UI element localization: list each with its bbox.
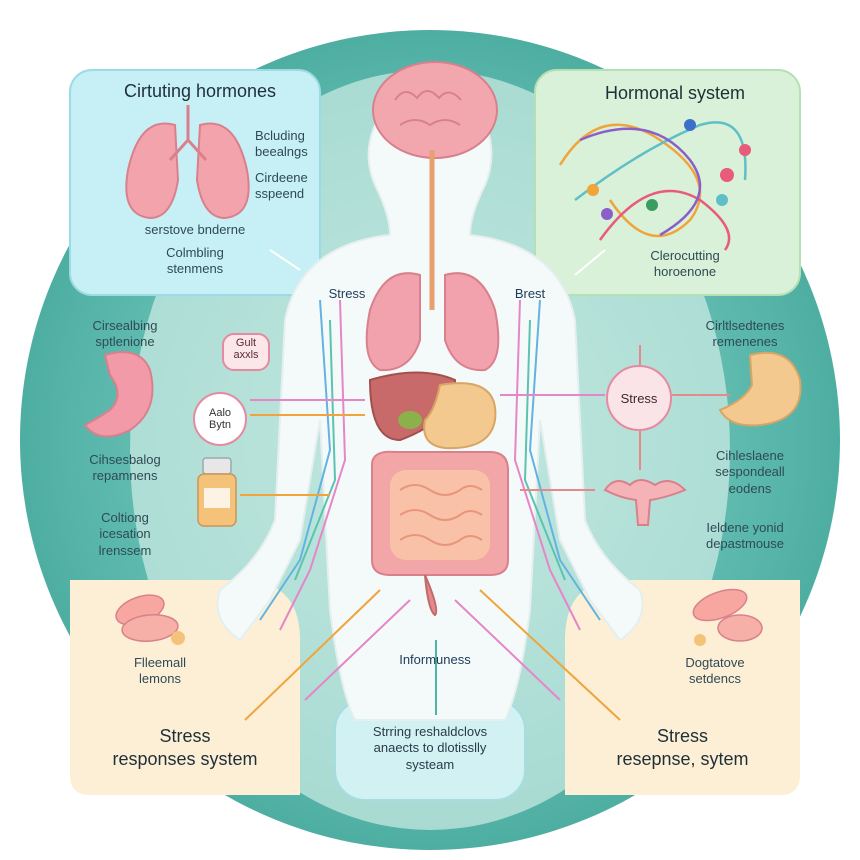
panel-top-left <box>69 69 321 296</box>
gut-circle: Aalo Bytn <box>193 392 247 446</box>
brain-folds <box>394 90 462 127</box>
arrows <box>240 249 730 721</box>
panel-lungs-left <box>125 122 180 220</box>
pill-4 <box>717 614 763 642</box>
pill-dot-left <box>171 631 185 645</box>
intestine-loops <box>399 484 483 546</box>
top-left-title: Cirtuting hormones <box>123 81 277 101</box>
bottle-label <box>204 488 230 508</box>
panel-lungs-right <box>195 122 250 220</box>
top-left-caption: serstove bnderne <box>144 222 246 237</box>
pill-3 <box>692 588 748 622</box>
lung-right <box>444 272 500 372</box>
left-text-2: Cihsesbalog repamnens <box>89 452 161 484</box>
brain <box>372 61 498 159</box>
left-stomach <box>83 351 154 438</box>
pill-2 <box>121 614 179 642</box>
right-text-3: Ieldene yonid depastmouse <box>705 520 785 552</box>
nerve-line-left-3 <box>294 319 337 581</box>
stress-right-label: Brest <box>514 286 546 301</box>
uterus <box>603 479 687 526</box>
stress-circle: Stress <box>606 365 672 431</box>
stress-left-label: Stress <box>328 286 366 301</box>
bottle-cap <box>202 457 232 475</box>
nerve-line-left-2 <box>279 299 347 631</box>
lung-label-1: Bcluding beealngs <box>255 128 308 160</box>
left-text-3: Coltiong icesation lrenssem <box>98 510 152 558</box>
hormone-nodes <box>587 119 751 220</box>
nerve-line-right-3 <box>523 319 566 581</box>
lung-left <box>365 272 421 372</box>
panel-trachea <box>168 105 208 162</box>
nerve-line-right-2 <box>513 299 581 631</box>
small-intestine <box>390 470 490 560</box>
right-text-1: Cirltlsedtenes remenenes <box>705 318 785 350</box>
rectum <box>424 574 438 617</box>
hormone-network <box>558 121 747 251</box>
nerve-line-right-1 <box>528 299 601 621</box>
left-text-1: Cirsealbing sptlenione <box>92 318 158 350</box>
right-stomach <box>718 351 802 427</box>
top-right-title: Hormonal system <box>604 83 746 103</box>
right-text-2: Cihleslaene sespondeall eodens <box>715 448 785 496</box>
pill-dot-right <box>694 634 706 646</box>
bottom-right-pill-label: Dogtatove setdencs <box>685 655 745 687</box>
lung-label-2: Cirdeene sspeend <box>255 170 308 202</box>
center-bottom-label: Informuness <box>399 652 471 667</box>
top-right-sub: Clerocutting horoenone <box>650 248 720 280</box>
bottom-left-pill-label: Flleemall lemons <box>133 655 186 687</box>
top-left-sub: Colmbling stenmens <box>166 245 224 277</box>
center-stomach <box>423 382 497 450</box>
bottom-right-title: Stress resepnse, sytem <box>616 726 749 769</box>
nerve-line-left-1 <box>259 299 332 621</box>
gallbladder <box>398 411 422 429</box>
bottom-center-text: Strring reshaldclovs anaects to dlotissl… <box>372 724 488 772</box>
gut-axis-pill: Gult axxls <box>222 333 270 371</box>
bottom-left-title: Stress responses system <box>112 726 258 769</box>
